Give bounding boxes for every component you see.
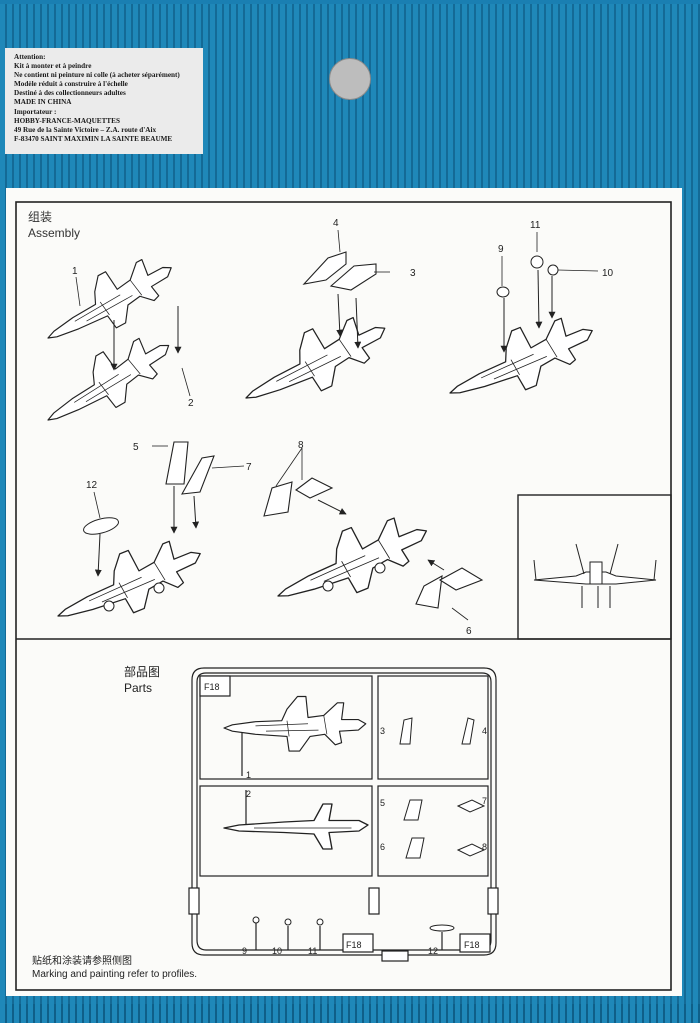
- part-10: 10: [272, 946, 282, 956]
- parts-title-en: Parts: [124, 681, 152, 695]
- hang-hole: [329, 58, 371, 100]
- callout-11: 11: [530, 220, 541, 231]
- step-2-intakes: [230, 251, 399, 422]
- instruction-sheet: 组装 Assembly: [6, 188, 682, 996]
- label-line: F-83470 SAINT MAXIMIN LA SAINTE BEAUME: [14, 134, 173, 143]
- step-5-stabilizers: [263, 477, 484, 622]
- assembly-title-en: Assembly: [28, 226, 80, 240]
- part-3: 3: [380, 726, 385, 736]
- step-3-pylons: [436, 255, 605, 418]
- top-stripe: [0, 0, 700, 4]
- callout-9: 9: [498, 244, 504, 255]
- callout-7: 7: [246, 462, 252, 473]
- label-line: Attention:: [14, 53, 46, 61]
- sprue-parts: [223, 695, 486, 932]
- part-5: 5: [380, 798, 385, 808]
- label-line: Destiné à des collectionneurs adultes: [14, 89, 126, 98]
- front-view-box: [517, 494, 672, 640]
- part-12: 12: [428, 946, 438, 956]
- assembly-title-cn: 组装: [28, 210, 52, 224]
- instruction-drawing: 组装 Assembly: [15, 201, 672, 991]
- part-7: 7: [482, 796, 487, 806]
- step-1-fuselage: [31, 243, 185, 441]
- sprue-code-bottom-left: F18: [346, 940, 362, 950]
- part-8: 8: [482, 842, 487, 852]
- front-view-jet: [533, 543, 657, 608]
- part-1: 1: [246, 770, 251, 780]
- part-2: 2: [246, 789, 251, 799]
- callout-3: 3: [410, 268, 416, 279]
- part-6: 6: [380, 842, 385, 852]
- label-line: MADE IN CHINA: [14, 98, 72, 107]
- callout-2: 2: [188, 398, 194, 409]
- step-4-tails: [44, 441, 215, 641]
- importer-label: Attention: Kit à monter et à peindre Ne …: [5, 48, 203, 154]
- label-line: Kit à monter et à peindre: [14, 62, 92, 71]
- callout-5: 5: [133, 442, 139, 453]
- label-line: Modèle réduit à construire à l'échelle: [14, 80, 128, 89]
- sprue-code-top: F18: [204, 682, 220, 692]
- callout-leaders: [75, 229, 599, 621]
- marking-note-cn: 贴纸和涂装请参照侧图: [32, 954, 132, 967]
- part-9: 9: [242, 946, 247, 956]
- label-line: 49 Rue de la Sainte Victoire – Z.A. rout…: [14, 125, 157, 134]
- label-line: Importateur :: [14, 107, 57, 116]
- label-line: HOBBY-FRANCE-MAQUETTES: [14, 116, 120, 125]
- label-line: Ne contient ni peinture ni colle (à ache…: [14, 71, 180, 80]
- sprue-code-bottom-right: F18: [464, 940, 480, 950]
- sprue-frame: [188, 667, 499, 962]
- parts-title-cn: 部品图: [124, 664, 160, 679]
- part-4: 4: [482, 726, 487, 736]
- callout-12: 12: [86, 480, 98, 491]
- callout-10: 10: [602, 268, 614, 279]
- callout-4: 4: [333, 218, 339, 229]
- part-11: 11: [308, 946, 317, 956]
- marking-note-en: Marking and painting refer to profiles.: [32, 969, 197, 980]
- callout-6: 6: [466, 626, 472, 637]
- callout-8: 8: [298, 440, 304, 451]
- callout-1: 1: [72, 266, 78, 277]
- bottom-stripe: [0, 1004, 700, 1023]
